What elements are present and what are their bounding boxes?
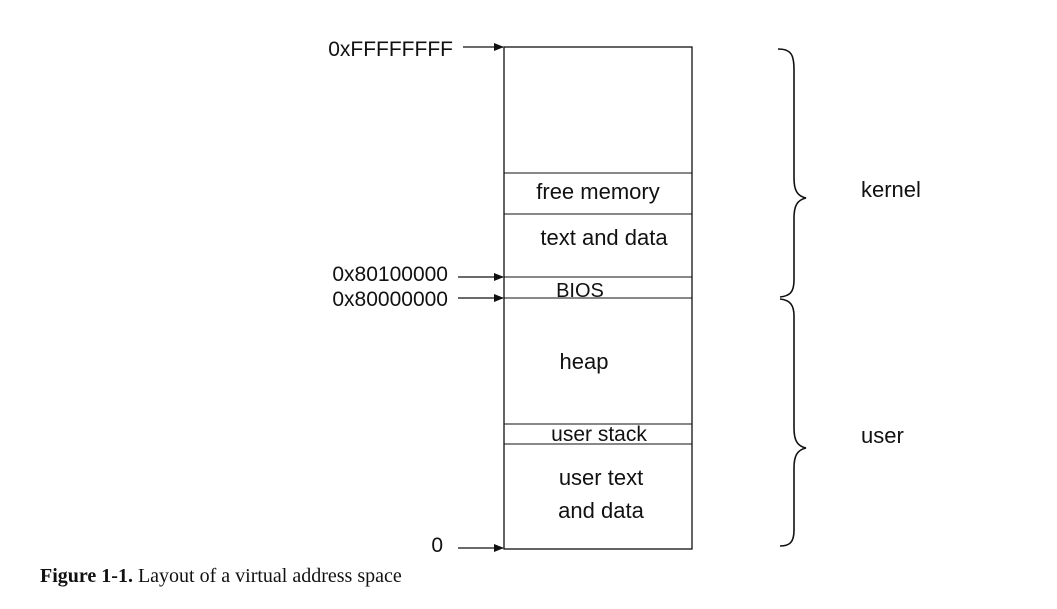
region-heap-label: heap [560,349,609,374]
address-top-label: 0xFFFFFFFF [328,38,453,61]
region-user-stack-label: user stack [551,423,647,446]
figure-caption: Figure 1-1. Layout of a virtual address … [40,565,402,588]
user-label: user [861,423,904,448]
region-free-memory-label: free memory [536,179,659,204]
region-user-text-label-line1: user text [559,465,643,490]
address-zero-label: 0 [431,534,443,557]
figure-caption-text: Layout of a virtual address space [137,565,402,587]
kernel-brace-icon [777,48,807,298]
region-bios-label: BIOS [556,280,604,302]
region-text-and-data-label: text and data [540,225,668,250]
user-brace-icon [779,298,807,547]
region-user-text-label-line2: and data [558,498,644,523]
address-low-kernbase-label: 0x80000000 [332,288,448,311]
figure-caption-number: Figure 1-1. [40,565,133,587]
kernel-label: kernel [861,177,921,202]
address-kernbase-label: 0x80100000 [332,263,448,286]
